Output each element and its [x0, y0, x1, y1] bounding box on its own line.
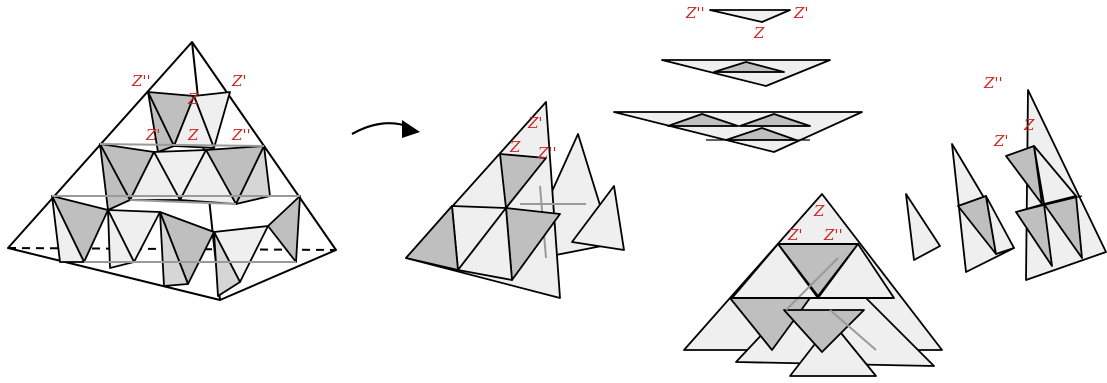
label-right-z: Z [1023, 116, 1035, 134]
label-right-z2: Z'' [983, 74, 1003, 92]
label-bottom-z: Z [813, 202, 825, 220]
label-slice-small-z: Z [753, 24, 765, 42]
right-small-sliver [906, 194, 940, 260]
exploded-right-pieces: Z'' Z Z' [906, 74, 1106, 280]
assembled-pyramid: Z'' Z' Z Z' Z Z'' [8, 42, 336, 300]
slice-large [614, 112, 862, 152]
label-z1-mid-left: Z' [145, 126, 161, 144]
label-z-mid: Z [187, 126, 199, 144]
slice-small [710, 10, 790, 22]
label-right-z1: Z' [993, 132, 1009, 150]
label-z2-mid-right: Z'' [231, 126, 251, 144]
exploded-top-slices: Z'' Z' Z [614, 4, 862, 152]
label-left-stack-z1: Z' [527, 114, 543, 132]
exploded-bottom-stack: Z Z' Z'' [684, 194, 942, 376]
label-slice-small-z2: Z'' [685, 4, 705, 22]
label-z-top: Z [187, 90, 199, 108]
label-z2-top-left: Z'' [131, 72, 151, 90]
label-left-stack-z2: Z'' [537, 144, 557, 162]
transform-arrow [352, 120, 420, 138]
label-left-stack-z: Z [509, 138, 521, 156]
label-bottom-z2: Z'' [823, 226, 843, 244]
label-z1-top-right: Z' [231, 72, 247, 90]
label-bottom-z1: Z' [787, 226, 803, 244]
exploded-left-stack: Z' Z Z'' [406, 102, 624, 298]
label-slice-small-z1: Z' [793, 4, 809, 22]
